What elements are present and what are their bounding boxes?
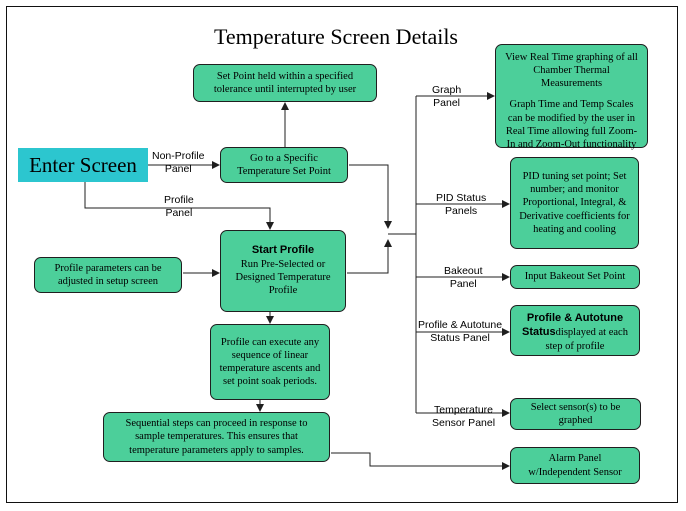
- sequential-steps-box: Sequential steps can proceed in response…: [103, 412, 330, 462]
- graph-box: View Real Time graphing of all Chamber T…: [495, 44, 648, 150]
- start-profile-title: Start Profile: [251, 244, 315, 257]
- arrow-enter-to-profile: [84, 182, 274, 230]
- label-graph-line2: Panel: [433, 96, 461, 109]
- label-bakeout-line2: Panel: [449, 277, 477, 290]
- start-profile-box: Start Profile Run Pre-Selected or Design…: [220, 230, 346, 312]
- label-sensor-line2: Sensor Panel: [432, 416, 496, 429]
- bakeout-box: Input Bakeout Set Point: [510, 265, 640, 289]
- set-point-tolerance-box: Set Point held within a specified tolera…: [193, 64, 377, 102]
- enter-screen-node: Enter Screen: [18, 148, 148, 182]
- label-bakeout-line1: Bakeout: [444, 265, 483, 277]
- sensor-box: Select sensor(s) to be graphed: [510, 398, 641, 430]
- autotune-text: displayed at each step of profile: [545, 326, 628, 352]
- label-non-profile-line2: Panel: [164, 162, 192, 175]
- label-profile-autotune: Profile & Autotune Status Panel: [418, 319, 502, 344]
- diagram-frame: [6, 6, 678, 503]
- label-non-profile-line1: Non-Profile: [152, 150, 205, 162]
- label-profile-line1: Profile: [164, 194, 194, 206]
- alarm-box: Alarm Panel w/Independent Sensor: [510, 447, 640, 484]
- label-pid-status: PID Status Panels: [436, 192, 486, 217]
- label-graph-line1: Graph: [432, 84, 462, 96]
- line-profile-to-junction: [347, 239, 392, 274]
- autotune-title: Profile & Autotune Status: [522, 312, 624, 338]
- label-pid-line2: Panels: [445, 204, 478, 217]
- sensor-text: Select sensor(s) to be graphed: [530, 401, 621, 426]
- label-graph: Graph Panel: [432, 84, 461, 109]
- graph-text-1: View Real Time graphing of all Chamber T…: [505, 52, 638, 90]
- alarm-text: Alarm Panel w/Independent Sensor: [528, 453, 622, 478]
- profile-params-text: Profile parameters can be adjusted in se…: [54, 262, 162, 287]
- pid-text: PID tuning set point; Set number; and mo…: [519, 171, 630, 235]
- arrow-sequential-to-alarm: [331, 452, 510, 470]
- label-autotune-line1: Profile & Autotune: [418, 319, 503, 331]
- line-setpoint-to-junction: [349, 164, 392, 229]
- set-point-tolerance-text: Set Point held within a specified tolera…: [213, 70, 357, 95]
- start-profile-text: Run Pre-Selected or Designed Temperature…: [235, 259, 331, 297]
- autotune-box: Profile & Autotune Statusdisplayed at ea…: [510, 305, 640, 356]
- label-autotune-line2: Status Panel: [430, 331, 490, 344]
- sequential-steps-text: Sequential steps can proceed in response…: [125, 418, 308, 456]
- profile-execute-text: Profile can execute any sequence of line…: [219, 336, 321, 388]
- label-profile-line2: Panel: [165, 206, 193, 219]
- go-to-set-point-text: Go to a Specific Temperature Set Point: [237, 152, 331, 177]
- go-to-set-point-box: Go to a Specific Temperature Set Point: [220, 147, 348, 183]
- profile-execute-box: Profile can execute any sequence of line…: [210, 324, 330, 400]
- pid-box: PID tuning set point; Set number; and mo…: [510, 157, 639, 249]
- label-profile: Profile Panel: [164, 194, 194, 219]
- bakeout-text: Input Bakeout Set Point: [524, 271, 626, 283]
- label-non-profile: Non-Profile Panel: [152, 150, 205, 175]
- label-pid-line1: PID Status: [436, 192, 487, 204]
- graph-text-2: Graph Time and Temp Scales can be modifi…: [505, 99, 638, 150]
- profile-params-box: Profile parameters can be adjusted in se…: [34, 257, 182, 293]
- label-temperature-sensor: Temperature Sensor Panel: [432, 404, 495, 429]
- diagram-title: Temperature Screen Details: [213, 24, 458, 49]
- label-sensor-line1: Temperature: [434, 404, 493, 416]
- label-bakeout: Bakeout Panel: [444, 265, 483, 290]
